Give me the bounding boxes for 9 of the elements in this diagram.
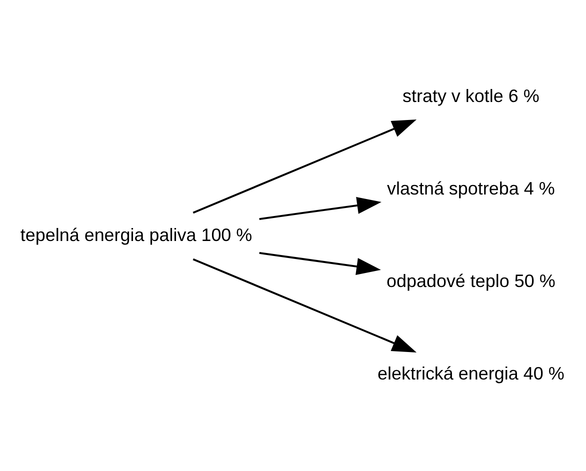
node-text: straty v kotle 6 % [402,86,540,106]
arrow [192,118,417,214]
node-text: odpadové teplo 50 % [386,270,556,290]
arrow [259,196,382,220]
node-text: elektrická energia 40 % [378,362,564,383]
arrow [192,258,417,352]
node-text: tepelná energia paliva 100 % [20,224,252,244]
node-text: vlastná spotreba 4 % [387,178,555,198]
arrow [259,252,381,274]
